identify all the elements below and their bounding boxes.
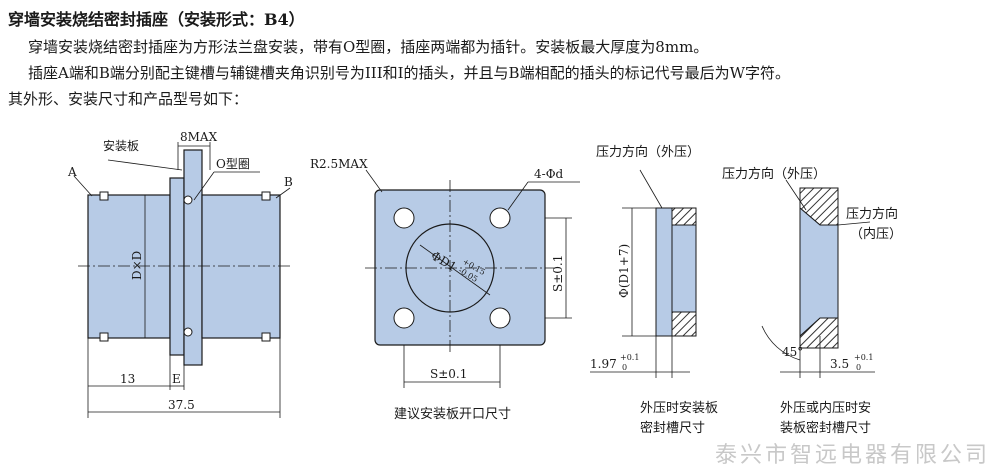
dim-dxd: D×D [130,251,144,280]
figure-2-panel-cutout: ΦD1 +0.15 -0.05 R2.5MAX 4-Φd S±0.1 S±0.1… [310,157,580,422]
connector-body-right [201,194,281,339]
dim-tol-up-2: +0.1 [854,353,873,362]
dim-1-97: 1.97 [590,357,617,371]
label-force-inner-l1: 压力方向 [846,206,898,222]
paragraph-3: 其外形、安装尺寸和产品型号如下： [8,90,249,108]
seal-groove [655,207,673,337]
figure-3-external-groove: Φ(D1+7) 压力方向（外压） 1.97 +0.1 0 外压时安装板 密封槽尺… [590,144,718,436]
label-oring: O型圈 [216,157,250,171]
mount-hole-bl [393,307,415,329]
dim-s-vertical: S±0.1 [551,255,565,292]
figure-4-dual-groove: 压力方向（外压） 压力方向 （内压） 45° 3.5 +0.1 0 外压或内压时… [722,166,902,436]
paragraph-2: 插座A端和B端分别配主键槽与辅键槽夹角识别号为III和Ⅰ的插头，并且与B端相配的… [28,64,791,82]
flange [169,177,185,356]
dim-tol-dn-2: 0 [856,363,861,372]
mount-hole-br [489,307,511,329]
company-watermark: 泰兴市智远电器有限公司 [714,443,990,468]
label-radius: R2.5MAX [310,157,368,171]
connector-body-left [87,194,171,339]
label-end-b: B [284,175,293,189]
label-holes: 4-Φd [534,167,564,181]
mount-hole-tr [489,207,511,229]
mount-hole-tl [393,207,415,229]
label-8max: 8MAX [180,130,218,144]
plate-body-mid [671,224,697,313]
dim-s-horizontal: S±0.1 [430,367,467,381]
caption-fig4-line1: 外压或内压时安 [780,400,871,416]
page-title: 穿墙安装烧结密封插座（安装形式：B4） [8,10,305,29]
label-force-inner-l2: （内压） [850,226,902,242]
caption-fig3-line1: 外压时安装板 [640,401,718,416]
caption-fig3-line2: 密封槽尺寸 [640,420,705,436]
dim-3-5: 3.5 [830,357,849,371]
dim-d1-plus-7: Φ(D1+7) [617,244,631,298]
dim-tol-dn: 0 [622,363,627,372]
dim-e: E [172,372,181,386]
label-end-a: A [67,165,77,179]
caption-fig4-line2: 装板密封槽尺寸 [780,420,871,436]
plate-body-bevel [799,206,839,338]
label-force-outer: 压力方向（外压） [596,144,700,160]
caption-fig2: 建议安装板开口尺寸 [394,407,511,422]
dim-tol-up: +0.1 [620,353,639,362]
label-angle-45: 45° [782,345,803,359]
figure-1-side-view: D×D 安装板 8MAX O型圈 A B 13 E 37.5 [67,130,293,418]
label-force-outer-2: 压力方向（外压） [722,166,826,182]
dim-37-5: 37.5 [168,398,195,412]
label-mount-plate: 安装板 [103,138,139,153]
paragraph-1: 穿墙安装烧结密封插座为方形法兰盘安装，带有O型圈，插座两端都为插针。安装板最大厚… [28,38,709,56]
dim-13: 13 [120,372,135,386]
